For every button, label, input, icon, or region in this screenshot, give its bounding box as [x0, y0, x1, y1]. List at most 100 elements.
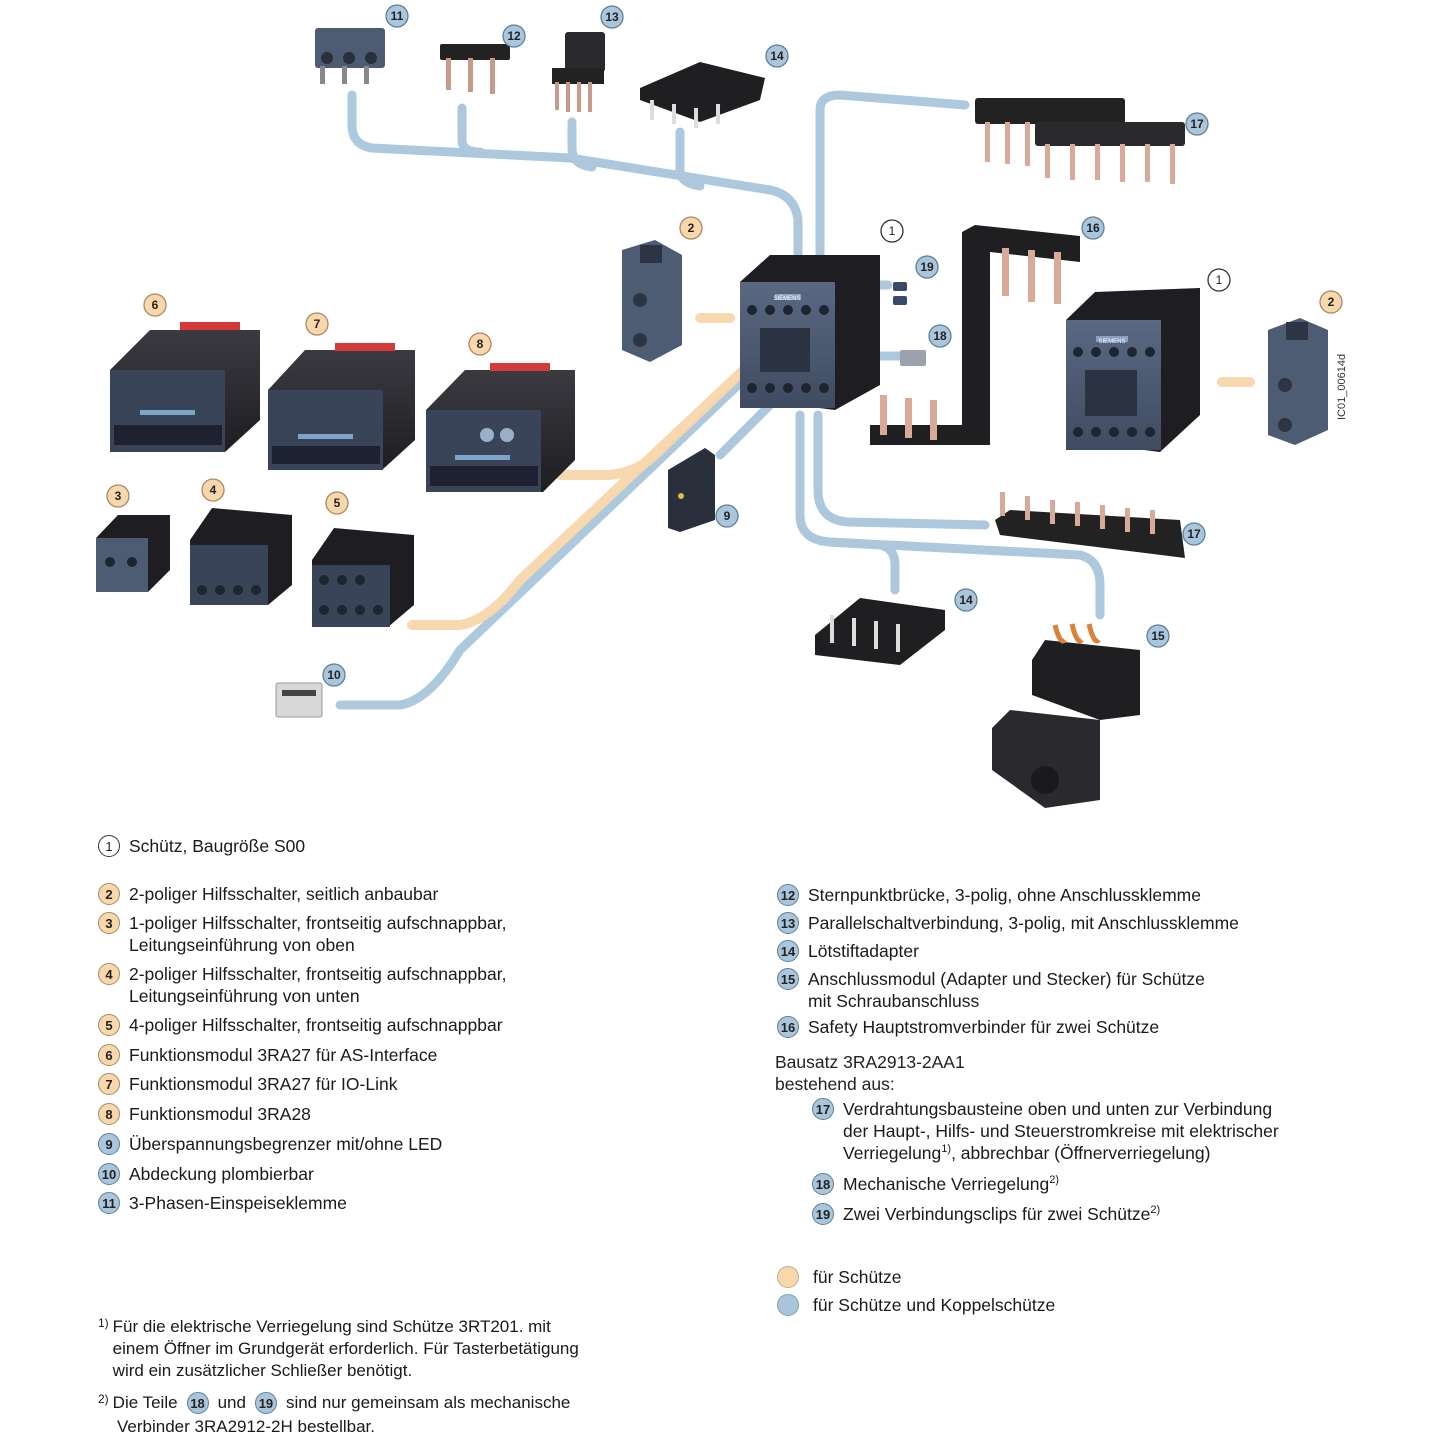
- legend-label: Parallelschaltverbindung, 3-polig, mit A…: [808, 913, 1239, 933]
- svg-text:2: 2: [688, 221, 695, 235]
- badge-14-bottom: 14: [954, 588, 978, 612]
- badge-6: 6: [143, 293, 167, 317]
- orange-connectors: [407, 313, 1255, 630]
- legend-badge: 14: [777, 940, 799, 962]
- legend-label: 2-poliger Hilfsschalter, seitlich anbaub…: [129, 884, 439, 904]
- legend-badge: 16: [777, 1016, 799, 1038]
- badge-15: 15: [1146, 624, 1170, 648]
- legend-item-15: 15 Anschlussmodul (Adapter und Stecker) …: [777, 968, 1205, 1012]
- color-key-orange: für Schütze: [777, 1266, 902, 1288]
- legend-badge: 10: [98, 1163, 120, 1185]
- svg-text:9: 9: [724, 509, 731, 523]
- legend-badge: 9: [98, 1133, 120, 1155]
- legend-badge: 3: [98, 912, 120, 934]
- footnote-badge-18: 18: [186, 1392, 209, 1414]
- color-swatch-blue: [777, 1294, 799, 1316]
- svg-text:1: 1: [1216, 273, 1223, 287]
- footnote-ref: 2): [1150, 1204, 1161, 1217]
- kit-title: Bausatz 3RA2913-2AA1 bestehend aus:: [775, 1052, 965, 1094]
- color-key-label: für Schütze: [813, 1267, 902, 1287]
- legend-badge: 8: [98, 1103, 120, 1125]
- footnote-ref: 1): [941, 1143, 952, 1156]
- part-3-front-aux-switch: [96, 515, 170, 592]
- legend-item-18: 18 Mechanische Verriegelung2): [812, 1173, 1059, 1195]
- svg-text:12: 12: [507, 29, 521, 43]
- legend-item-11: 11 3-Phasen-Einspeiseklemme: [98, 1192, 347, 1214]
- svg-text:10: 10: [327, 668, 341, 682]
- part-2-side-aux-switch-right: [1268, 318, 1328, 445]
- legend-item-1: 1 Schütz, Baugröße S00: [98, 835, 305, 857]
- legend-badge: 6: [98, 1044, 120, 1066]
- part-13-parallel-connection: [552, 32, 605, 112]
- legend-item-5: 5 4-poliger Hilfsschalter, frontseitig a…: [98, 1014, 503, 1036]
- legend-item-17: 17 Verdrahtungsbausteine oben und unten …: [812, 1098, 1279, 1164]
- badge-2-right: 2: [1319, 290, 1343, 314]
- svg-text:4: 4: [210, 483, 217, 497]
- badge-10: 10: [322, 663, 346, 687]
- badge-3: 3: [106, 484, 130, 508]
- footnote-ref: 2): [1049, 1174, 1060, 1187]
- part-1-contactor-center: [740, 255, 880, 410]
- legend-label: Lötstiftadapter: [808, 941, 919, 961]
- part-14-solder-adapter-top: [640, 62, 765, 128]
- svg-text:3: 3: [115, 489, 122, 503]
- doc-code: IC01_00614d: [1336, 354, 1348, 420]
- badge-8: 8: [468, 332, 492, 356]
- legend-item-16: 16 Safety Hauptstromverbinder für zwei S…: [777, 1016, 1159, 1038]
- svg-text:13: 13: [605, 10, 619, 24]
- brand-label-right: SIEMENS: [1098, 339, 1125, 345]
- legend-label: Funktionsmodul 3RA28: [129, 1104, 311, 1124]
- svg-text:2: 2: [1328, 295, 1335, 309]
- legend-item-6: 6 Funktionsmodul 3RA27 für AS-Interface: [98, 1044, 437, 1066]
- legend-item-9: 9 Überspannungsbegrenzer mit/ohne LED: [98, 1133, 442, 1155]
- footnote-text: Für die elektrische Verriegelung sind Sc…: [112, 1317, 579, 1380]
- legend-label: Anschlussmodul (Adapter und Stecker) für…: [808, 969, 1205, 1011]
- footnote-text: und: [217, 1393, 246, 1412]
- part-6-function-module: [110, 322, 260, 452]
- svg-text:6: 6: [152, 298, 159, 312]
- svg-text:1: 1: [889, 224, 896, 238]
- part-15-connection-module: [992, 623, 1140, 808]
- footnote-mark: 2): [98, 1392, 109, 1406]
- legend-label: Zwei Verbindungsclips für zwei Schütze2): [843, 1204, 1161, 1224]
- badge-12: 12: [502, 24, 526, 48]
- legend-label: 4-poliger Hilfsschalter, frontseitig auf…: [129, 1015, 503, 1035]
- svg-text:5: 5: [334, 496, 341, 510]
- part-8-function-module: [426, 363, 575, 492]
- legend-label: Sternpunktbrücke, 3-polig, ohne Anschlus…: [808, 885, 1201, 905]
- legend-badge: 11: [98, 1192, 120, 1214]
- brand-label-center: SIEMENS: [773, 296, 800, 302]
- legend-item-19: 19 Zwei Verbindungsclips für zwei Schütz…: [812, 1203, 1160, 1225]
- legend-label: Funktionsmodul 3RA27 für AS-Interface: [129, 1045, 438, 1065]
- svg-text:18: 18: [933, 329, 947, 343]
- part-11-feed-terminal: [315, 28, 385, 84]
- legend-item-3: 3 1-poliger Hilfsschalter, frontseitig a…: [98, 912, 506, 956]
- part-badges: 1 1 2 2 3 4 5 6 7 8 9 10 11 12 13 14 14 …: [106, 4, 1343, 687]
- legend-item-2: 2 2-poliger Hilfsschalter, seitlich anba…: [98, 883, 438, 905]
- color-swatch-orange: [777, 1266, 799, 1288]
- svg-text:14: 14: [959, 593, 973, 607]
- badge-9: 9: [715, 504, 739, 528]
- part-9-surge-suppressor: [668, 448, 715, 532]
- color-key-label: für Schütze und Koppelschütze: [813, 1295, 1056, 1315]
- part-17-wiring-module-top: [975, 98, 1185, 184]
- legend-badge: 12: [777, 884, 799, 906]
- legend-badge: 4: [98, 963, 120, 985]
- badge-4: 4: [201, 478, 225, 502]
- legend-badge: 17: [812, 1098, 834, 1120]
- svg-text:8: 8: [477, 337, 484, 351]
- part-17-wiring-module-bottom: [995, 492, 1185, 558]
- badge-13: 13: [600, 5, 624, 29]
- footnote-1: 1) Für die elektrische Verriegelung sind…: [98, 1316, 579, 1382]
- footnote-badge-19: 19: [254, 1392, 277, 1414]
- legend-label: Abdeckung plombierbar: [129, 1164, 314, 1184]
- legend-label-line3-rest: , abbrechbar (Öffnerverriegelung): [951, 1143, 1211, 1163]
- legend-item-14: 14 Lötstiftadapter: [777, 940, 919, 962]
- part-5-front-aux-switch: [312, 528, 414, 627]
- badge-16: 16: [1081, 216, 1105, 240]
- accessory-diagram: SIEMENS SIEMENS IC01_00614d 1 1 2 2 3 4 …: [96, 4, 1348, 808]
- svg-text:15: 15: [1151, 629, 1165, 643]
- badge-7: 7: [305, 312, 329, 336]
- footnote-mark: 1): [98, 1316, 109, 1330]
- part-2-side-aux-switch: [622, 240, 682, 362]
